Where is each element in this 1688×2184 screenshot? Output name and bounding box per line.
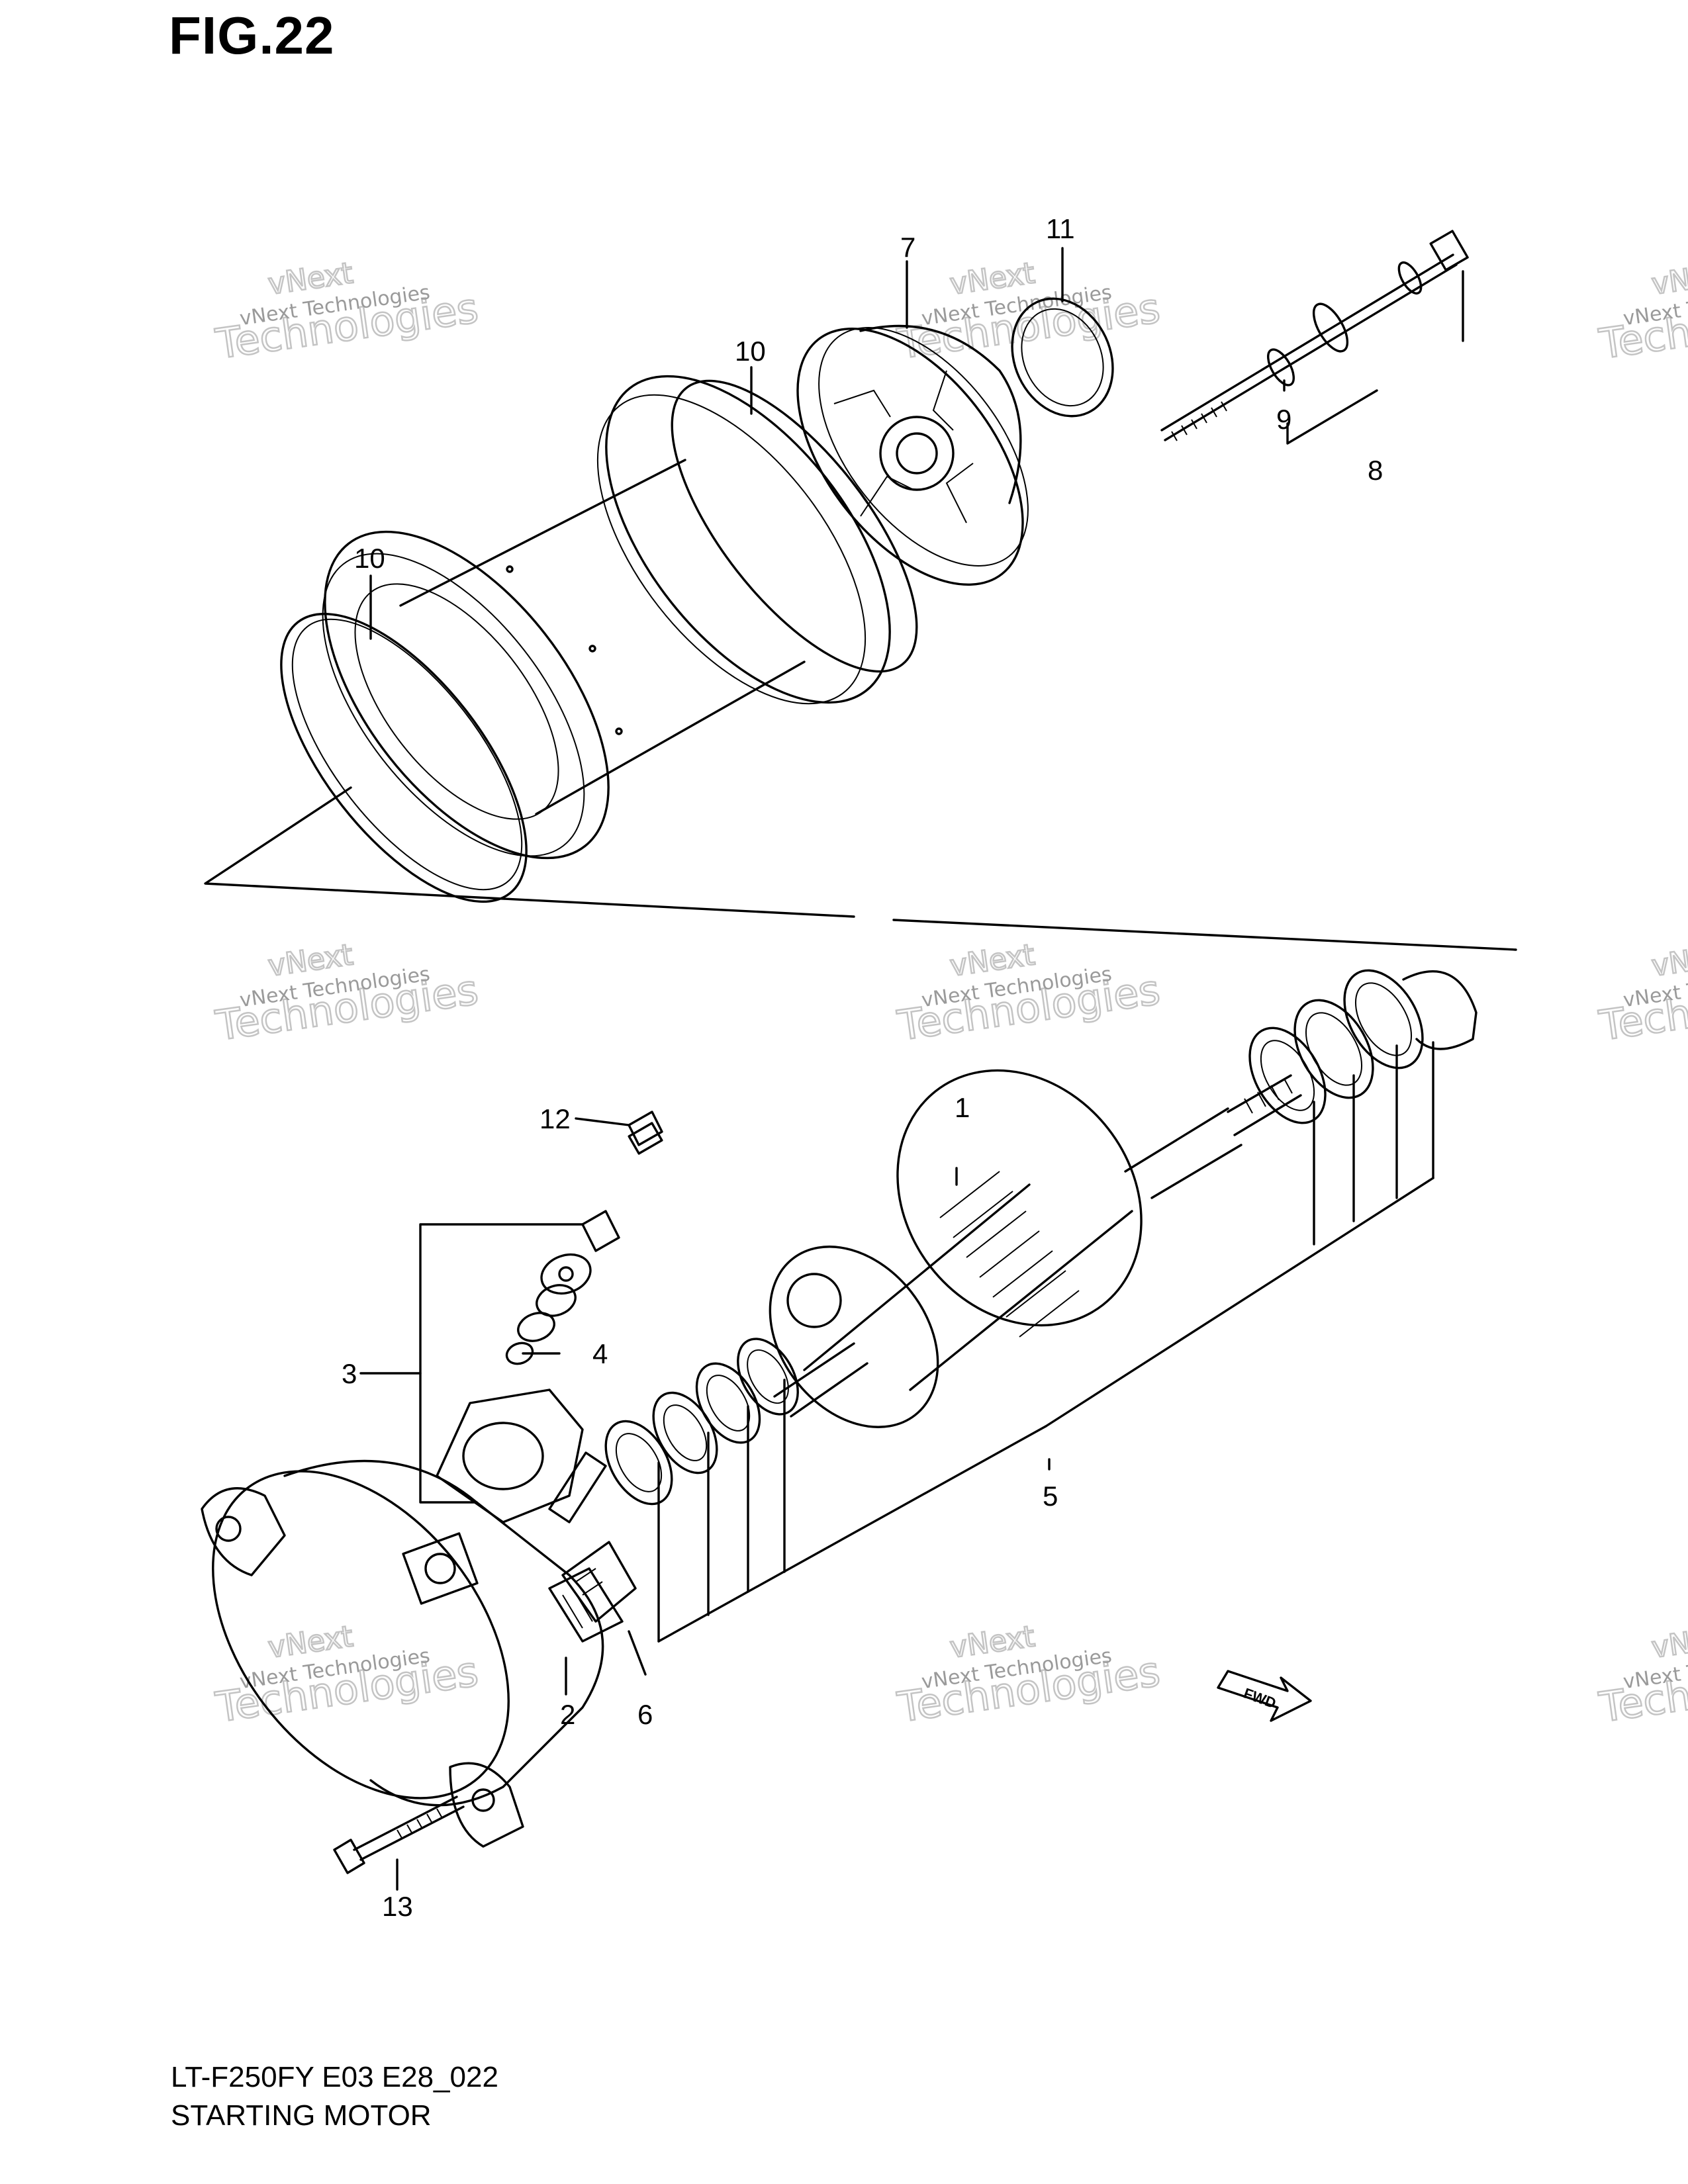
o-ring-lower <box>280 612 528 903</box>
o-ring-upper <box>671 379 918 673</box>
callout-9: 9 <box>1276 404 1291 435</box>
callout-7: 7 <box>900 232 915 263</box>
callout-6: 6 <box>637 1699 653 1730</box>
callout-11: 11 <box>1046 213 1075 244</box>
watermark-group: vNext Technologies vNext Technologies vN… <box>212 255 1688 1733</box>
watermark-word-top: vNext <box>1650 938 1688 983</box>
section-divider-b <box>892 919 1517 951</box>
callout-leaders <box>359 247 1064 1891</box>
oil-seal <box>1011 297 1114 418</box>
watermark-word-top: vNext <box>1650 1619 1688 1664</box>
callout-8: 8 <box>1368 455 1383 486</box>
callout-bracket-5 <box>657 1425 1047 1643</box>
terminal-bolt-stack <box>505 1111 663 1524</box>
callout-12: 12 <box>539 1103 571 1134</box>
housing-bolt <box>1160 230 1469 441</box>
callout-10-lower: 10 <box>354 543 385 574</box>
callout-4: 4 <box>592 1338 608 1369</box>
commutator-end-frame <box>201 1459 604 1848</box>
washer-set-right <box>1248 969 1477 1124</box>
armature <box>769 1069 1302 1428</box>
callout-13: 13 <box>382 1891 413 1922</box>
fwd-direction-badge: FWD <box>1217 1670 1312 1722</box>
washer-set-left <box>604 1338 799 1506</box>
model-code: LT-F250FY E03 E28_022 <box>171 2061 498 2093</box>
callout-3: 3 <box>342 1358 357 1389</box>
callout-2: 2 <box>560 1699 575 1730</box>
o-ring-lower-inner <box>291 618 523 891</box>
callout-bracket-8 <box>1286 389 1378 445</box>
brush-holder-plate <box>436 1388 637 1623</box>
callout-10-upper: 10 <box>735 336 766 367</box>
section-divider <box>204 786 855 918</box>
callout-bracket-3 <box>419 1223 584 1504</box>
through-bolt <box>333 1796 465 1874</box>
carbon-brush <box>548 1567 624 1643</box>
callout-1: 1 <box>955 1092 970 1123</box>
callout-5: 5 <box>1043 1480 1058 1512</box>
watermark-word-top: vNext <box>1650 256 1688 301</box>
callout-drop-lines-5 <box>657 1041 1434 1643</box>
figure-footer: LT-F250FY E03 E28_022 STARTING MOTOR <box>171 2058 498 2135</box>
section-name: STARTING MOTOR <box>171 2099 432 2132</box>
figure-title: FIG.22 <box>169 6 335 65</box>
